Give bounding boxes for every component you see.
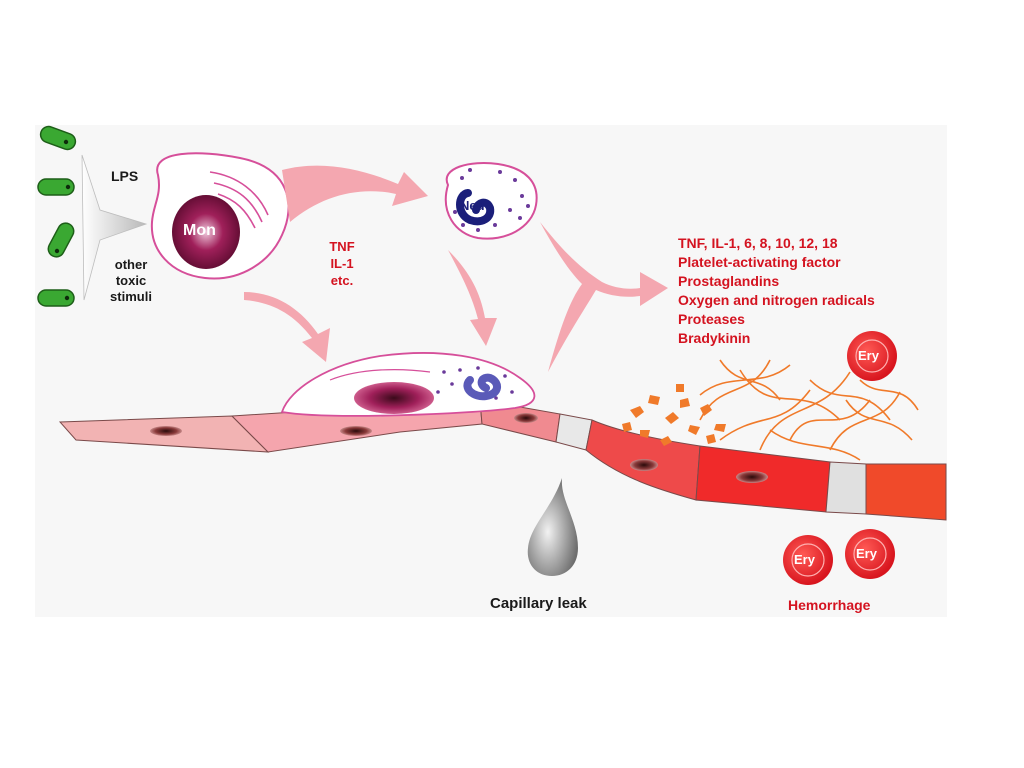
mediator-item: Bradykinin <box>678 330 751 346</box>
arrow-mon-to-endothelium <box>244 292 330 362</box>
arrow-mon-to-neu <box>282 165 428 222</box>
bacteria-group <box>37 125 77 307</box>
hemorrhage-label: Hemorrhage <box>788 597 871 613</box>
arrow-neu-to-mediators <box>540 222 668 372</box>
capillary-leak-label: Capillary leak <box>490 595 587 612</box>
monocyte-label: Mon <box>183 222 216 239</box>
monocyte-nucleus <box>172 195 240 269</box>
fibrin-strands <box>699 359 919 461</box>
mediator-list: TNF, IL-1, 6, 8, 10, 12, 18 Platelet-act… <box>678 236 875 345</box>
adherent-cells <box>280 352 536 417</box>
mediator-item: TNF, IL-1, 6, 8, 10, 12, 18 <box>678 235 838 251</box>
pink-arrows <box>244 165 668 372</box>
platelets <box>622 384 726 446</box>
erythrocyte-label: Ery <box>856 546 877 561</box>
bacterium-icon <box>37 289 75 307</box>
other-stimuli-label: other toxic stimuli <box>110 257 152 304</box>
mediator-item: Oxygen and nitrogen radicals <box>678 292 875 308</box>
erythrocyte-icon <box>783 535 833 585</box>
capillary-leak-drop <box>527 478 578 576</box>
erythrocyte-icon <box>845 529 895 579</box>
adherent-neutrophil-nucleus <box>463 373 501 401</box>
erythrocyte-icon <box>847 331 897 381</box>
adherent-monocyte-nucleus <box>354 382 434 414</box>
monocyte-cell <box>150 152 290 280</box>
capillary-gap <box>825 461 867 515</box>
bacterium-icon <box>37 178 75 196</box>
bacterium-icon <box>47 222 75 258</box>
mediator-item: Proteases <box>678 311 745 327</box>
monocyte-mediators: TNF IL-1 etc. <box>329 239 355 288</box>
bacterium-icon <box>39 125 77 151</box>
lps-label: LPS <box>111 168 139 184</box>
mediator-item: Platelet-activating factor <box>678 254 841 270</box>
endothelium <box>58 399 947 521</box>
neutrophil-nucleus <box>456 189 495 226</box>
stimulus-arrow <box>81 154 148 301</box>
neutrophil-label: Neu <box>460 198 485 213</box>
erythrocyte-label: Ery <box>794 552 815 567</box>
erythrocyte-label: Ery <box>858 348 879 363</box>
arrow-neu-to-endothelium <box>448 250 497 346</box>
neutrophil-cell <box>444 162 538 240</box>
mediator-item: Prostaglandins <box>678 273 780 289</box>
